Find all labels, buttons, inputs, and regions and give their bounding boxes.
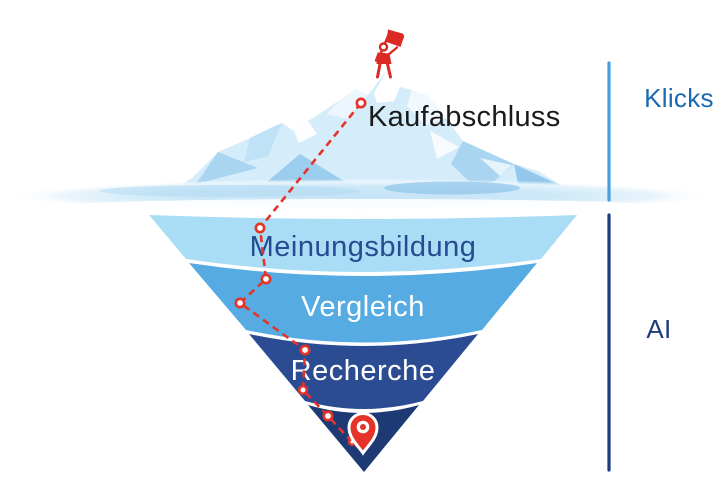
- flag: [386, 29, 405, 47]
- climber-arm-left: [374, 52, 380, 62]
- journey-waypoints: [234, 97, 367, 447]
- mountain-facet: [196, 152, 258, 184]
- climber-with-flag-icon: [374, 29, 405, 79]
- climber-leg-right: [386, 62, 392, 79]
- peak-label: Kaufabschluss: [368, 101, 561, 133]
- snow-patch: [430, 131, 459, 159]
- snow-patch: [327, 89, 368, 119]
- klicks-zone-label: Klicks: [644, 83, 714, 113]
- water-shadow: [100, 185, 360, 197]
- ai-zone-label: AI: [646, 314, 671, 344]
- pin-dot: [360, 424, 366, 430]
- snow-patch: [407, 90, 446, 125]
- waypoint-dot: [234, 297, 246, 309]
- waypoint-dot: [260, 273, 272, 285]
- climber-arm-right: [387, 46, 399, 56]
- climber-head: [378, 42, 389, 52]
- mountain-facet: [451, 141, 514, 193]
- snow-patch: [294, 121, 317, 143]
- location-pin-icon: [347, 412, 379, 456]
- journey-path: [234, 97, 367, 449]
- funnel-label-recherche: Recherche: [291, 355, 436, 387]
- snow-cap: [374, 69, 400, 103]
- funnel-layer-vergleich: [189, 263, 537, 343]
- waypoint-dot: [355, 97, 367, 109]
- funnel-label-meinungsbildung: Meinungsbildung: [250, 231, 477, 263]
- waypoint-dot: [254, 222, 266, 234]
- waypoint-dot: [297, 384, 309, 396]
- mountain-facet: [244, 123, 282, 162]
- funnel-label-vergleich: Vergleich: [301, 291, 425, 323]
- water-foam: [61, 199, 661, 213]
- zone-markers: Klicks AI: [607, 61, 714, 472]
- waterline: [4, 179, 718, 213]
- iceberg-mountain: [160, 69, 584, 206]
- snow-patch: [480, 158, 512, 176]
- water-shadow: [384, 181, 520, 195]
- climber-leg-left: [376, 62, 382, 79]
- waypoint-dot: [299, 344, 311, 356]
- waypoint-dot: [322, 410, 334, 422]
